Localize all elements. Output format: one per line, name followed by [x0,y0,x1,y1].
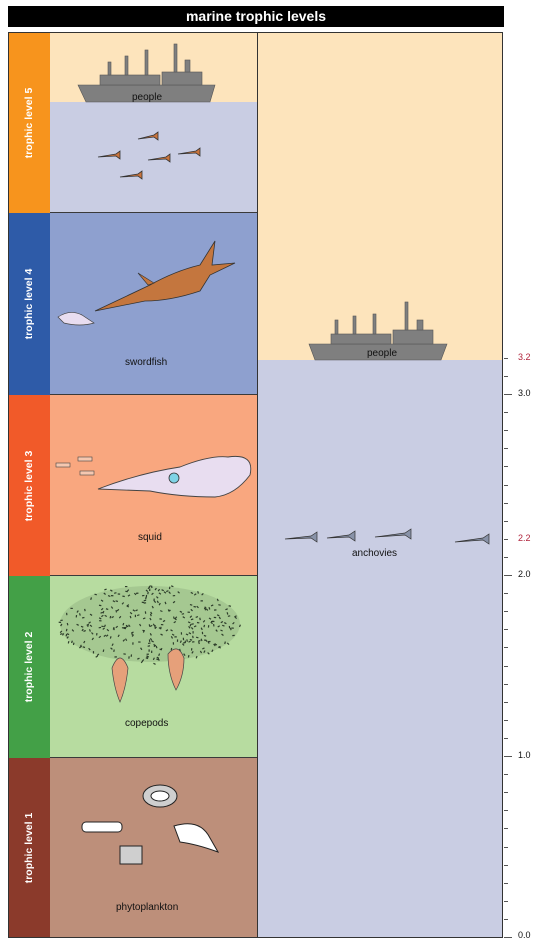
scale-minor-tick [504,774,508,775]
scale-minor-tick [504,756,512,757]
scale-minor-tick [504,611,508,612]
scale-minor-tick [504,430,508,431]
scale-minor-tick [504,539,508,540]
scale-tick-label: 2.2 [518,533,531,543]
scale-minor-tick [504,448,508,449]
scale-minor-tick [504,358,508,359]
scale-minor-tick [504,503,508,504]
scale-minor-tick [504,792,508,793]
scale-tick-label: 0.0 [518,930,531,940]
scale-minor-tick [504,466,508,467]
scale-tick-label: 1.0 [518,750,531,760]
trophic-scale-axis [503,32,536,941]
scale-minor-tick [504,828,508,829]
scale-minor-tick [504,937,512,938]
scale-minor-tick [504,810,508,811]
scale-minor-tick [504,684,508,685]
scale-minor-tick [504,521,508,522]
scale-minor-tick [504,666,508,667]
scale-tick-label: 3.2 [518,352,531,362]
diagram-title: marine trophic levels [8,6,504,27]
scale-minor-tick [504,629,508,630]
scale-tick-label: 3.0 [518,388,531,398]
scale-minor-tick [504,919,508,920]
scale-minor-tick [504,647,508,648]
diagram-frame [8,32,503,938]
scale-minor-tick [504,720,508,721]
scale-minor-tick [504,394,512,395]
scale-minor-tick [504,702,508,703]
scale-minor-tick [504,376,508,377]
scale-minor-tick [504,901,508,902]
scale-tick-label: 2.0 [518,569,531,579]
scale-minor-tick [504,738,508,739]
scale-minor-tick [504,865,508,866]
scale-minor-tick [504,593,508,594]
scale-minor-tick [504,485,508,486]
scale-minor-tick [504,412,508,413]
scale-minor-tick [504,883,508,884]
scale-minor-tick [504,575,512,576]
scale-minor-tick [504,557,508,558]
scale-minor-tick [504,847,508,848]
